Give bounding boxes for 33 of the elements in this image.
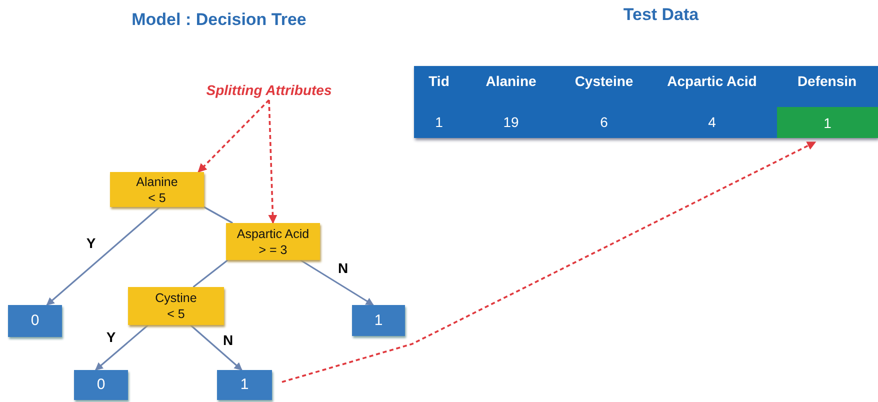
edge-label: N [222, 332, 234, 348]
heading: Model : Decision Tree [132, 10, 306, 30]
column-header: Defensin [797, 73, 857, 89]
column-header: Tid [428, 73, 450, 89]
table-cell: 19 [503, 114, 519, 130]
table-cell: 6 [600, 114, 608, 130]
leaf-box: 0 [8, 305, 62, 337]
leaf-box: 1 [352, 305, 405, 336]
leaf-box: 0 [74, 370, 128, 400]
decision-box: Aspartic Acid > = 3 [226, 223, 320, 260]
decision-box: Alanine < 5 [110, 172, 204, 207]
connector-line [204, 206, 233, 224]
column-header: Acpartic Acid [667, 73, 757, 89]
column-header: Cysteine [574, 73, 634, 89]
table-cell: 1 [777, 107, 878, 138]
arrow [190, 324, 242, 371]
callout-text: Splitting Attributes [195, 80, 343, 100]
dashed-arrow [282, 141, 816, 383]
heading: Test Data [623, 5, 699, 25]
arrow [46, 206, 160, 306]
dashed-arrow [198, 99, 270, 173]
table-cell: 1 [435, 114, 443, 130]
table-cell: 4 [708, 114, 716, 130]
column-header: Alanine [486, 73, 536, 89]
edge-label: Y [105, 329, 117, 345]
edge-label: Y [85, 235, 97, 251]
edge-label: N [336, 260, 350, 276]
arrow [300, 259, 374, 306]
decision-box: Cystine < 5 [128, 287, 224, 325]
arrow [95, 324, 149, 371]
connector-line [192, 259, 228, 288]
leaf-box: 1 [217, 370, 272, 400]
dashed-arrow [268, 100, 278, 224]
